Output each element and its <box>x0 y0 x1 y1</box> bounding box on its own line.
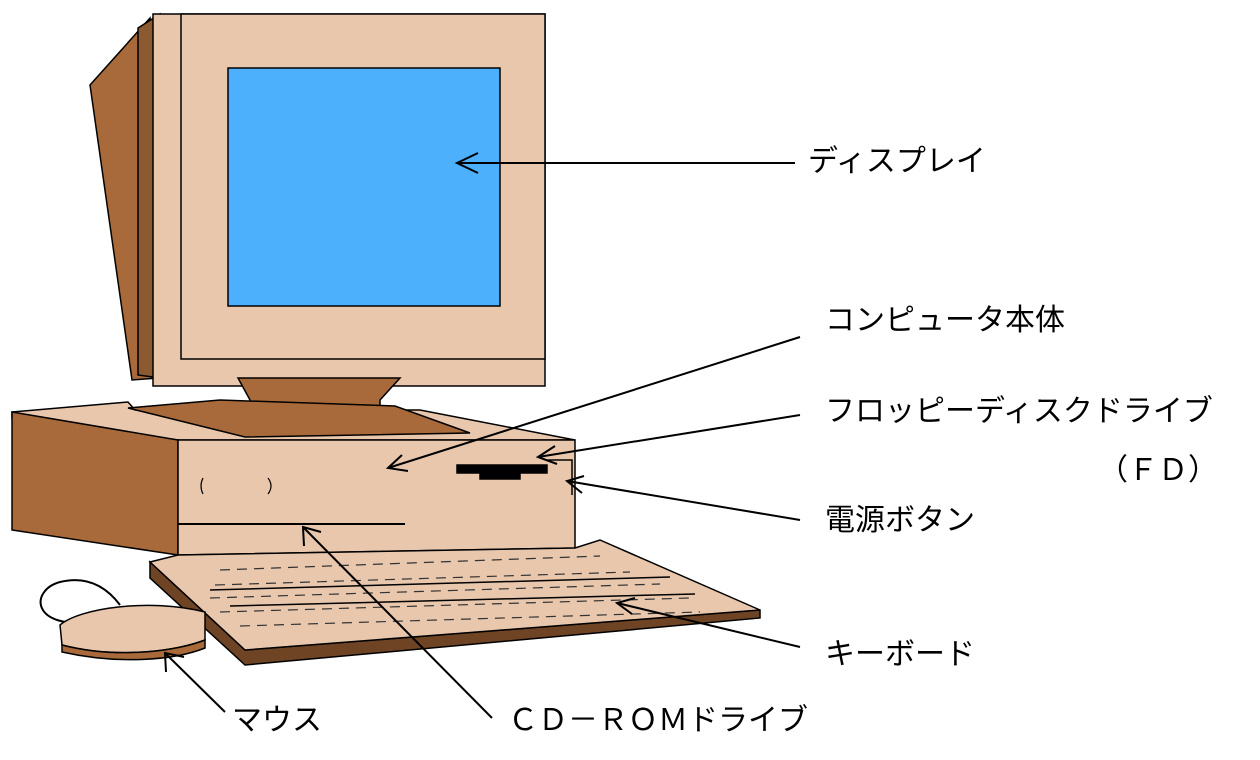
label-cdrom-drive: ＣＤ－ＲＯＭドライブ <box>508 703 808 738</box>
arrowhead-floppy <box>535 445 558 465</box>
leader-computer-body <box>387 336 801 469</box>
arrowhead-computer-body <box>385 454 409 472</box>
keyboard-divider-2 <box>229 593 696 607</box>
leader-power <box>566 480 801 521</box>
arrowhead-mouse <box>163 651 185 673</box>
label-display: ディスプレイ <box>808 144 986 179</box>
mouse-device <box>39 579 206 661</box>
monitor <box>89 12 546 411</box>
leader-mouse <box>164 652 226 713</box>
case-front <box>177 439 576 556</box>
label-power-button: 電源ボタン <box>825 503 975 538</box>
leader-floppy <box>537 414 801 458</box>
power-button-shape <box>548 459 573 495</box>
computer-case <box>11 399 576 556</box>
keyboard-keys <box>209 555 701 627</box>
leader-cdrom <box>302 526 493 719</box>
arrowhead-display <box>454 152 479 174</box>
leader-lines <box>163 152 801 719</box>
label-floppy-drive: フロッピーディスクドライブ <box>825 394 1213 429</box>
label-mouse: マウス <box>232 703 322 738</box>
arrowhead-power <box>564 475 585 494</box>
label-keyboard: キーボード <box>825 637 975 672</box>
arrowhead-keyboard <box>614 597 636 615</box>
floppy-eject <box>479 472 521 480</box>
mouse-body <box>59 604 206 654</box>
label-computer-body: コンピュータ本体 <box>825 303 1065 338</box>
keyboard-top <box>148 539 761 651</box>
display-screen <box>227 67 501 307</box>
keyboard-divider-1 <box>209 576 671 591</box>
label-floppy-abbr: （ＦＤ） <box>1098 453 1218 488</box>
case-front-mark-left <box>200 477 204 495</box>
arrowhead-cdrom <box>301 525 322 547</box>
keyboard-device <box>148 539 761 666</box>
leader-keyboard <box>616 602 801 648</box>
mouse-cable <box>39 579 121 625</box>
case-front-mark-right <box>267 477 272 495</box>
monitor-base-plate <box>127 399 471 438</box>
floppy-slot <box>456 464 548 474</box>
